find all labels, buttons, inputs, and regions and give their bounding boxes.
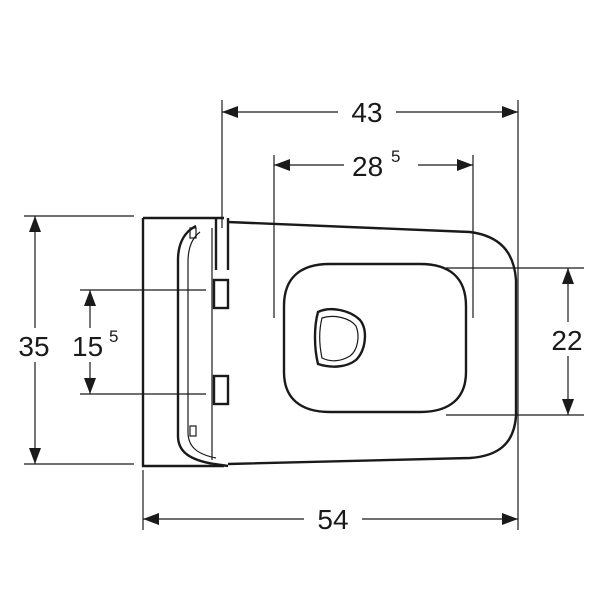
seat-opening-length-superscript: 5 (391, 147, 400, 166)
dimension-seat-opening-length: 28 5 (274, 146, 473, 182)
mounting-frame (141, 216, 224, 468)
overall-projection-label: 43 (351, 97, 382, 128)
seat-opening (282, 262, 468, 414)
seat-opening-length-label: 28 (352, 151, 383, 182)
fixing-height-label: 15 (72, 331, 103, 362)
dimension-fixing-height: 15 5 (68, 290, 128, 394)
dimension-fixing-spacing: 22 (544, 268, 592, 415)
dimension-total-length: 54 (143, 502, 518, 535)
total-length-label: 54 (317, 504, 348, 535)
overall-height-label: 35 (18, 331, 49, 362)
fixing-spacing-label: 22 (551, 325, 582, 356)
bowl-outline (227, 220, 518, 466)
hinge-profile (176, 218, 230, 468)
fixing-height-superscript: 5 (109, 327, 118, 346)
dimension-overall-height: 35 (10, 216, 62, 464)
extension-lines (24, 100, 584, 530)
dimension-overall-projection: 43 (222, 96, 518, 128)
